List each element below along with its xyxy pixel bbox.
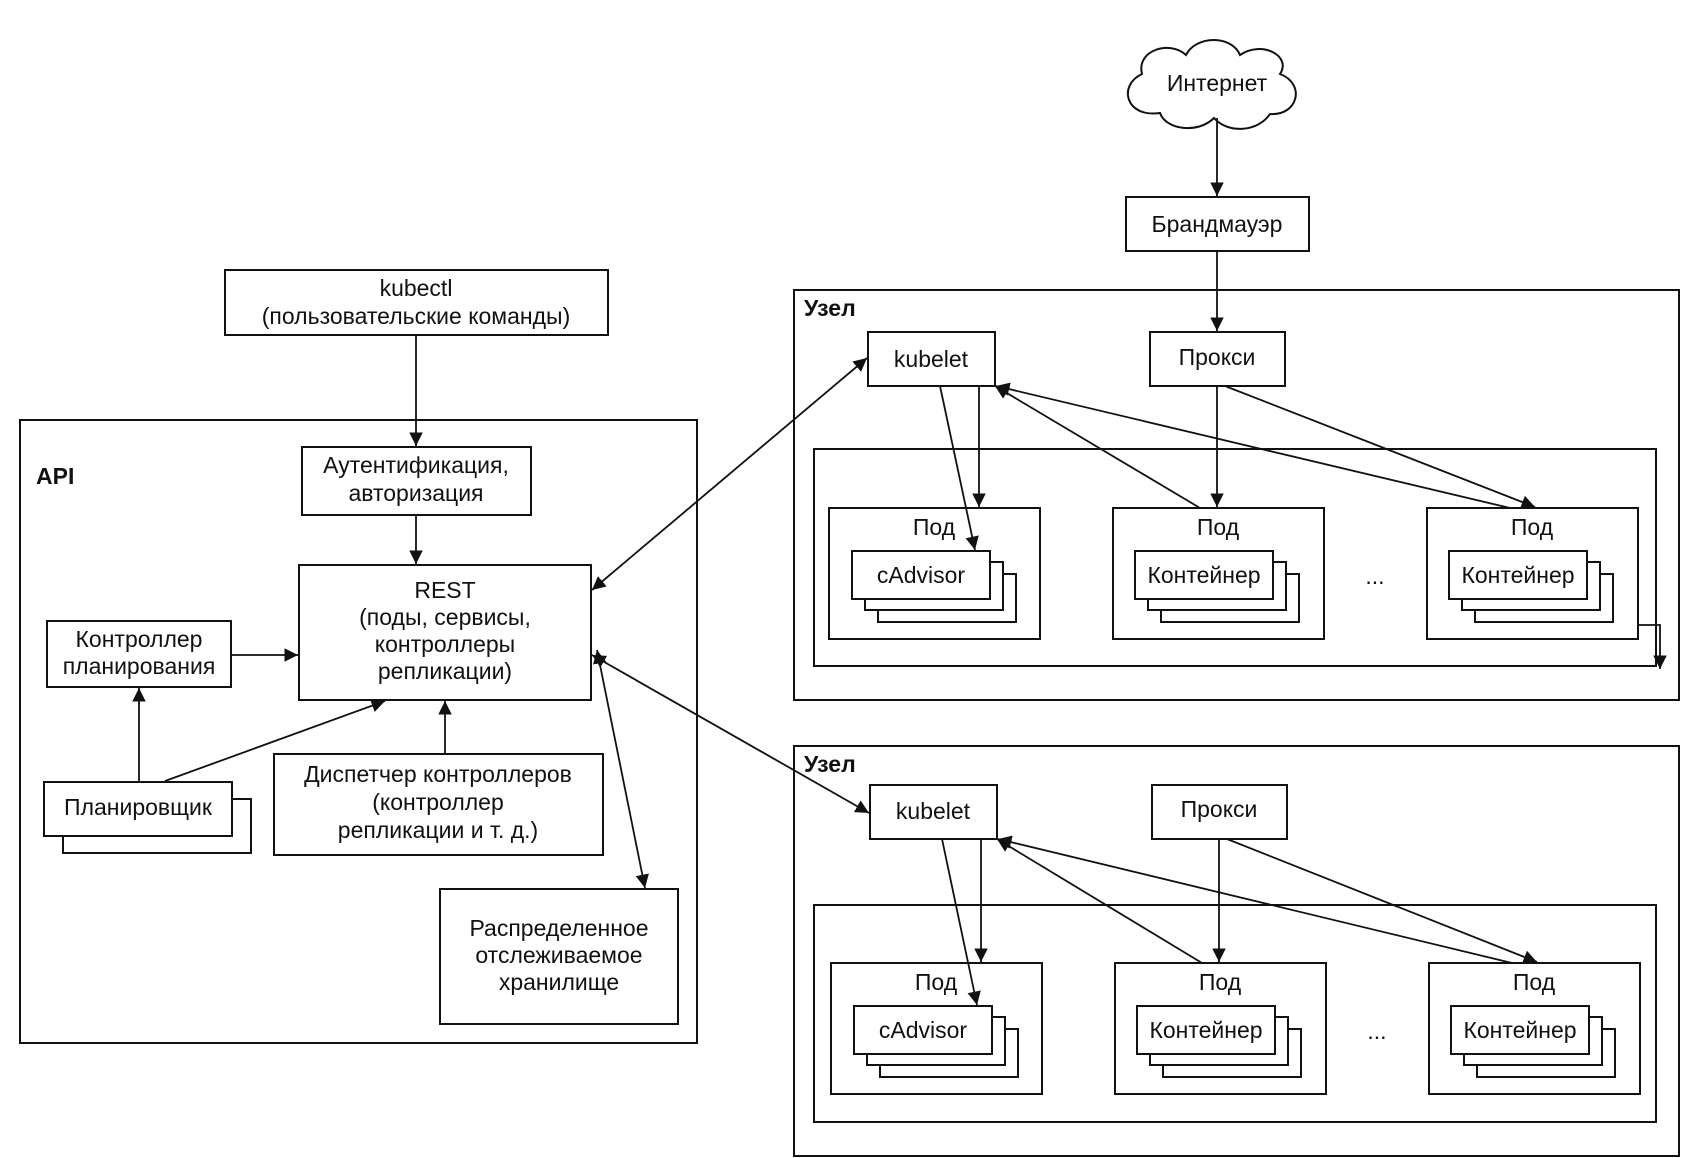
node-2-pod-3: Под Контейнер (1428, 962, 1641, 1095)
node-2-pod-3-container: Контейнер (1463, 1017, 1576, 1043)
node-1-pod-1: Под cAdvisor (828, 507, 1041, 640)
storage-line1: Распределенное (469, 915, 648, 941)
node-1-kubelet-box: kubelet (867, 331, 996, 387)
arrow-rest-storage (593, 649, 649, 889)
node-1-ellipsis: ... (1365, 563, 1384, 589)
scheduling-controller-line1: Контроллер (76, 626, 203, 652)
node-1-pod-3-title: Под (1511, 514, 1554, 540)
node-2-pods-area (813, 904, 1657, 1123)
node-2-pod-1-container: cAdvisor (879, 1017, 968, 1043)
node-1-frame: Узел kubelet Прокси Под cAdvisor Под Кон… (793, 289, 1680, 701)
node-1-arrow-proxy-to-pod3 (1224, 385, 1536, 509)
node-2-pod-1: Под cAdvisor (830, 962, 1043, 1095)
node-1-pod-1-title: Под (913, 514, 956, 540)
storage-line2: отслеживаемое (475, 942, 642, 968)
node-2-pod-2-container: Контейнер (1149, 1017, 1262, 1043)
internet-label: Интернет (1167, 70, 1268, 96)
controller-manager-line2: (контроллер (372, 789, 504, 815)
arrow-scheduler-to-rest (164, 699, 386, 782)
node-2-frame: Узел kubelet Прокси Под cAdvisor Под Кон… (793, 745, 1680, 1157)
node-2-pod-2: Под Контейнер (1114, 962, 1327, 1095)
node-2-pod-2-title: Под (1199, 969, 1242, 995)
node-1-proxy-label: Прокси (1179, 344, 1256, 370)
node-2-proxy-box: Прокси (1151, 784, 1288, 840)
node-2-pod-1-title: Под (915, 969, 958, 995)
node-1-pod-3: Под Контейнер (1426, 507, 1639, 640)
node-2-arrow-kubelet-to-cadvisor (941, 838, 981, 1006)
node-2-arrow-pod2-to-kubelet (996, 838, 1203, 964)
node-2-pod-3-title: Под (1513, 969, 1556, 995)
rest-label-line3: контроллеры (375, 631, 515, 657)
scheduler-label: Планировщик (64, 794, 213, 820)
controller-manager-box: Диспетчер контроллеров (контроллер репли… (273, 753, 604, 856)
firewall-label: Брандмауэр (1152, 211, 1283, 237)
firewall-box: Брандмауэр (1125, 196, 1310, 252)
rest-label-line1: REST (414, 577, 475, 603)
controller-manager-line1: Диспетчер контроллеров (304, 761, 572, 787)
kubectl-sublabel: (пользовательские команды) (262, 303, 570, 329)
node-1-title: Узел (804, 295, 856, 321)
rest-label-line2: (поды, сервисы, (359, 604, 531, 630)
distributed-storage-box: Распределенное отслеживаемое хранилище (439, 888, 679, 1025)
node-1-arrow-pod3-to-kubelet (995, 382, 1511, 509)
api-title: API (36, 463, 74, 489)
node-2-arrow-proxy-to-pod3 (1226, 838, 1538, 964)
node-2-kubelet-label: kubelet (896, 798, 971, 824)
auth-label-line2: авторизация (348, 480, 483, 506)
internet-cloud: Интернет (1126, 39, 1297, 130)
rest-label-line4: репликации) (378, 658, 512, 684)
arrow-rest-node1-kubelet (591, 357, 868, 591)
scheduling-controller-line2: планирования (63, 653, 216, 679)
node-1-arrow-kubelet-to-cadvisor (939, 385, 979, 551)
rest-box: REST (поды, сервисы, контроллеры реплика… (298, 564, 592, 701)
scheduling-controller-box: Контроллер планирования (46, 620, 232, 688)
node-2-proxy-label: Прокси (1181, 796, 1258, 822)
node-1-arrow-loop (1638, 624, 1667, 669)
controller-manager-line3: репликации и т. д.) (338, 817, 538, 843)
node-1-pod-1-container: cAdvisor (877, 562, 966, 588)
node-2-ellipsis: ... (1367, 1018, 1386, 1044)
node-1-pod-2-container: Контейнер (1147, 562, 1260, 588)
connectors (132, 118, 1667, 1006)
node-2-title: Узел (804, 751, 856, 777)
node-2-arrow-pod3-to-kubelet (997, 835, 1513, 964)
node-1-pod-3-container: Контейнер (1461, 562, 1574, 588)
node-1-pod-2-title: Под (1197, 514, 1240, 540)
node-1-kubelet-label: kubelet (894, 346, 969, 372)
node-1-pod-2: Под Контейнер (1112, 507, 1325, 640)
scheduler-stack: Планировщик (43, 781, 252, 854)
node-1-arrow-pod2-to-kubelet (994, 385, 1201, 509)
node-1-proxy-box: Прокси (1149, 331, 1286, 387)
node-2-kubelet-box: kubelet (869, 784, 998, 840)
storage-line3: хранилище (499, 969, 619, 995)
auth-label-line1: Аутентификация, (323, 452, 509, 478)
kubectl-label: kubectl (380, 275, 453, 301)
kubectl-box: kubectl (пользовательские команды) (224, 269, 609, 336)
arrow-rest-node2-kubelet (591, 654, 870, 814)
auth-box: Аутентификация, авторизация (301, 446, 532, 516)
